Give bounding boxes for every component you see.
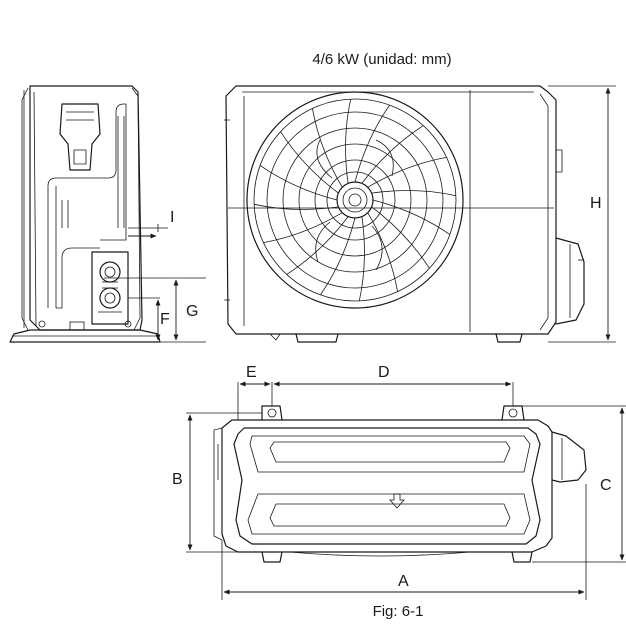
fan-guard-spoke xyxy=(371,206,430,269)
top-view xyxy=(186,381,626,600)
dim-label-g: G xyxy=(186,303,198,320)
fan-guard-spoke xyxy=(345,99,352,184)
side-view xyxy=(9,85,206,343)
fan-guard-spoke xyxy=(259,165,338,201)
fan-guard-spoke xyxy=(263,212,343,243)
fan-guard-spoke xyxy=(320,217,356,296)
dim-label-f: F xyxy=(160,311,170,328)
fan-guard-spoke xyxy=(367,157,447,188)
fan-guard-spoke xyxy=(367,212,398,292)
dim-label-a: A xyxy=(398,573,409,590)
front-view xyxy=(224,85,616,343)
dim-label-d: D xyxy=(378,364,390,381)
fan-guard-spoke xyxy=(254,203,339,210)
fan-guard-spoke xyxy=(286,216,349,275)
fan-guard-spoke xyxy=(280,131,339,194)
dim-label-c: C xyxy=(600,477,612,494)
fan-guard-spoke xyxy=(372,199,451,235)
fan-guard-spoke xyxy=(354,104,390,183)
fan-guard-spoke xyxy=(312,108,343,188)
fan-guard-spoke xyxy=(361,125,424,184)
dim-label-i: I xyxy=(170,209,174,226)
figure-caption: Fig: 6-1 xyxy=(373,603,424,620)
fan-guard-spoke xyxy=(358,216,365,301)
dim-label-h: H xyxy=(590,195,602,212)
figure-title: 4/6 kW (unidad: mm) xyxy=(312,51,451,68)
fan-guard-spoke xyxy=(371,190,456,197)
dim-label-b: B xyxy=(172,471,183,488)
dim-label-e: E xyxy=(246,364,257,381)
